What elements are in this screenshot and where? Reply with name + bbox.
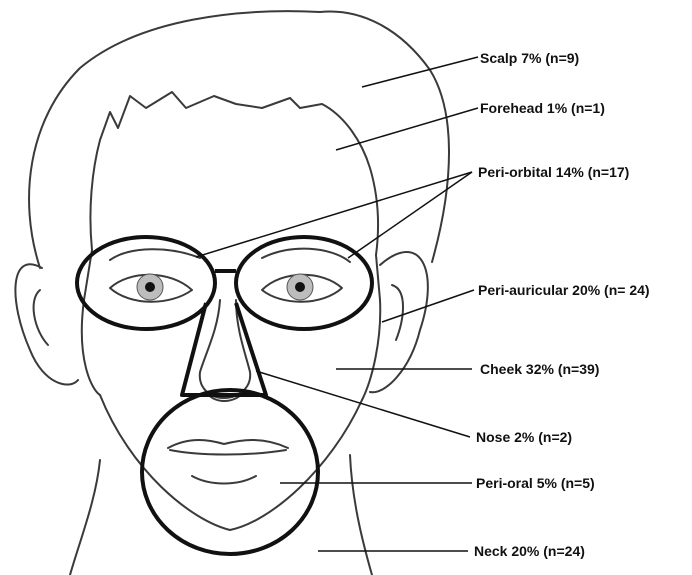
nose-bridge xyxy=(200,300,250,398)
upper-lip xyxy=(168,440,288,448)
lips-line xyxy=(170,450,286,455)
neck-label: Neck 20% (n=24) xyxy=(474,543,585,559)
left-ear xyxy=(15,264,78,384)
periorbital-leader-2 xyxy=(348,172,472,258)
neck-left xyxy=(70,460,100,575)
cheek-label: Cheek 32% (n=39) xyxy=(480,361,599,377)
left-iris xyxy=(137,274,163,300)
right-iris xyxy=(287,274,313,300)
neck-right xyxy=(350,455,372,575)
scalp-label: Scalp 7% (n=9) xyxy=(480,50,579,66)
forehead-leader xyxy=(336,108,478,150)
left-ear-inner xyxy=(34,290,48,345)
lower-lip xyxy=(192,476,256,484)
periauricular-label: Peri-auricular 20% (n= 24) xyxy=(478,282,650,298)
nose-label: Nose 2% (n=2) xyxy=(476,429,572,445)
hairline xyxy=(90,92,378,255)
hair-outline xyxy=(29,11,449,268)
nose-leader xyxy=(256,371,470,437)
right-ear xyxy=(370,252,428,392)
forehead-label: Forehead 1% (n=1) xyxy=(480,100,605,116)
jawline xyxy=(100,395,362,530)
right-ear-inner xyxy=(392,285,403,340)
periorbital-label: Peri-orbital 14% (n=17) xyxy=(478,164,629,180)
left-eyebrow xyxy=(110,249,200,260)
right-eyebrow xyxy=(262,249,350,262)
periorbital-leader-1 xyxy=(196,172,472,257)
perioral-label: Peri-oral 5% (n=5) xyxy=(476,475,595,491)
face-left-edge xyxy=(82,250,100,395)
scalp-leader xyxy=(362,57,478,87)
